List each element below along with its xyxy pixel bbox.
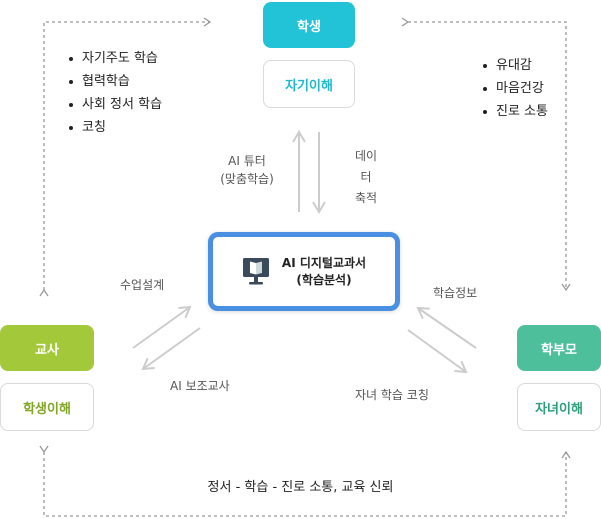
parent-activity-list: 유대감 마음건강 진로 소통: [482, 54, 548, 123]
ai-tutor-label: AI 튜터 (맞춤학습): [212, 152, 282, 188]
dashed-arrow-student-parent: [401, 17, 571, 292]
list-item: 협력학습: [68, 70, 162, 93]
list-item: 진로 소통: [482, 100, 548, 123]
ai-assistant-label: AI 보조교사: [170, 379, 230, 393]
center-title: AI 디지털교과서 (학습분석): [282, 255, 366, 289]
center-title-line1: AI 디지털교과서: [281, 255, 367, 270]
teacher-sub-label: 학생이해: [23, 401, 71, 417]
teacher-sub-box: 학생이해: [0, 383, 94, 431]
data-accumulation-label: 데이 터 축적: [348, 146, 384, 209]
teacher-header: 교사: [0, 325, 94, 371]
parent-sub-box: 자녀이해: [517, 383, 601, 431]
monitor-book-icon: [242, 256, 270, 288]
learning-info-label: 학습정보: [433, 286, 478, 300]
parent-header: 학부모: [517, 325, 601, 371]
list-item: 코칭: [68, 116, 162, 139]
data-text-3: 축적: [354, 191, 378, 205]
ai-tutor-sub-text: (맞춤학습): [220, 172, 274, 186]
parent-label: 학부모: [541, 342, 577, 358]
list-item: 유대감: [482, 54, 548, 77]
lesson-design-label: 수업설계: [120, 278, 165, 292]
student-sub-box: 자기이해: [263, 60, 355, 108]
arrow-center-to-teacher: [141, 327, 201, 371]
center-box: AI 디지털교과서 (학습분석): [208, 232, 400, 311]
teacher-activity-list: 자기주도 학습 협력학습 사회 정서 학습 코칭: [68, 47, 162, 139]
teacher-label: 교사: [35, 342, 59, 358]
data-text-2: 터: [360, 170, 372, 184]
parent-sub-label: 자녀이해: [535, 401, 583, 417]
arrow-center-to-parent: [407, 329, 468, 374]
bottom-caption: 정서 - 학습 - 진로 소통, 교육 신뢰: [207, 480, 394, 495]
child-coaching-label: 자녀 학습 코칭: [355, 388, 429, 402]
center-title-line2: (학습분석): [296, 272, 352, 287]
list-item: 자기주도 학습: [68, 47, 162, 70]
arrow-parent-to-center: [416, 306, 477, 349]
list-item: 마음건강: [482, 77, 548, 100]
arrow-teacher-to-center: [132, 305, 192, 349]
data-text-1: 데이: [354, 149, 378, 163]
ai-tutor-text: AI 튜터: [228, 154, 266, 168]
dashed-arrow-student-teacher: [39, 17, 212, 297]
list-item: 사회 정서 학습: [68, 93, 162, 116]
student-header: 학생: [263, 2, 355, 48]
student-sub-label: 자기이해: [285, 78, 333, 94]
student-label: 학생: [297, 19, 321, 35]
dashed-arrow-teacher-parent: [39, 445, 571, 517]
